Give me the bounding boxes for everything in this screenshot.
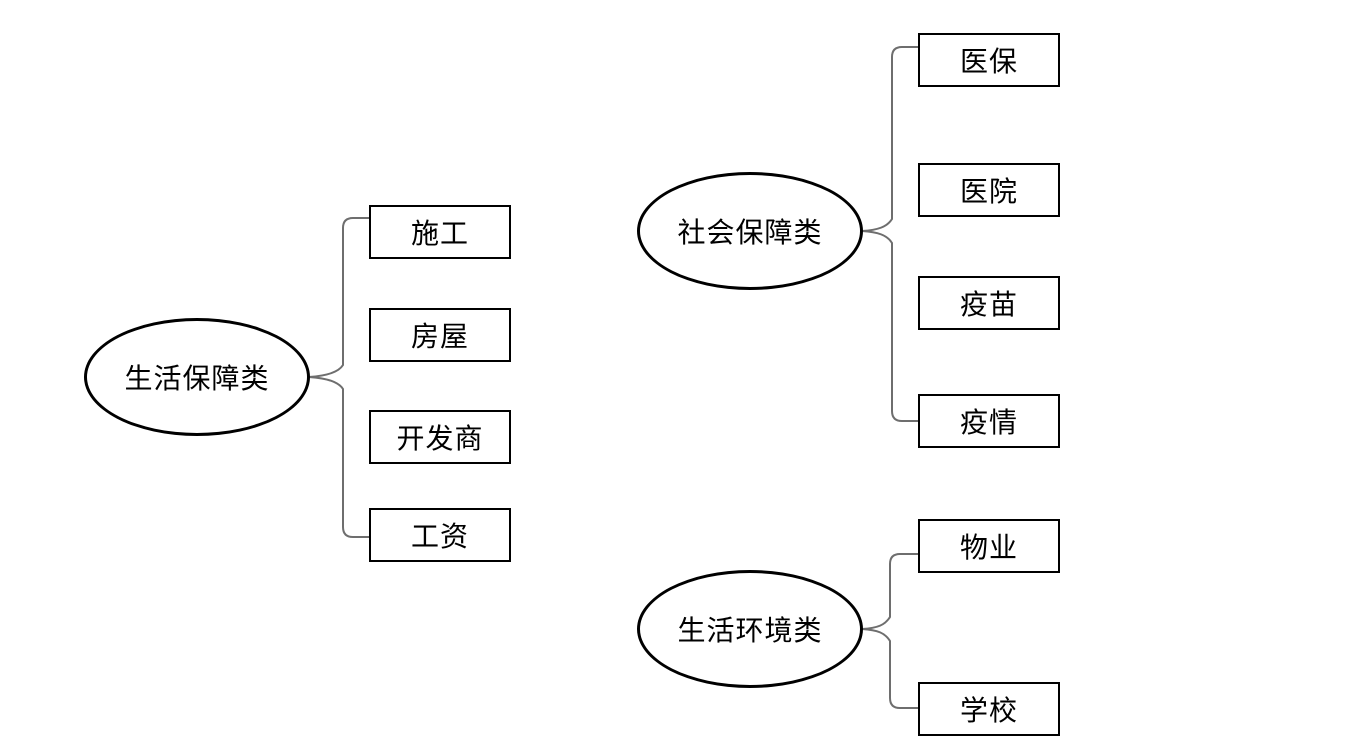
bracket-connector-lower [861, 230, 918, 422]
node-epidemic[interactable]: 疫情 [918, 394, 1060, 448]
node-vaccine[interactable]: 疫苗 [918, 276, 1060, 330]
bracket-connector-upper [308, 217, 369, 378]
node-living-environment-category[interactable]: 生活环境类 [637, 570, 863, 688]
node-wages[interactable]: 工资 [369, 508, 511, 562]
bracket-connector-upper [861, 553, 918, 630]
node-property-management[interactable]: 物业 [918, 519, 1060, 573]
node-hospital[interactable]: 医院 [918, 163, 1060, 217]
node-medical-insurance[interactable]: 医保 [918, 33, 1060, 87]
node-school[interactable]: 学校 [918, 682, 1060, 736]
bracket-connector-upper [861, 46, 918, 232]
node-life-security-category[interactable]: 生活保障类 [84, 318, 310, 436]
node-construction[interactable]: 施工 [369, 205, 511, 259]
node-developer[interactable]: 开发商 [369, 410, 511, 464]
node-housing[interactable]: 房屋 [369, 308, 511, 362]
node-social-security-category[interactable]: 社会保障类 [637, 172, 863, 290]
bracket-connector-lower [861, 628, 918, 709]
bracket-connector-lower [308, 376, 369, 538]
